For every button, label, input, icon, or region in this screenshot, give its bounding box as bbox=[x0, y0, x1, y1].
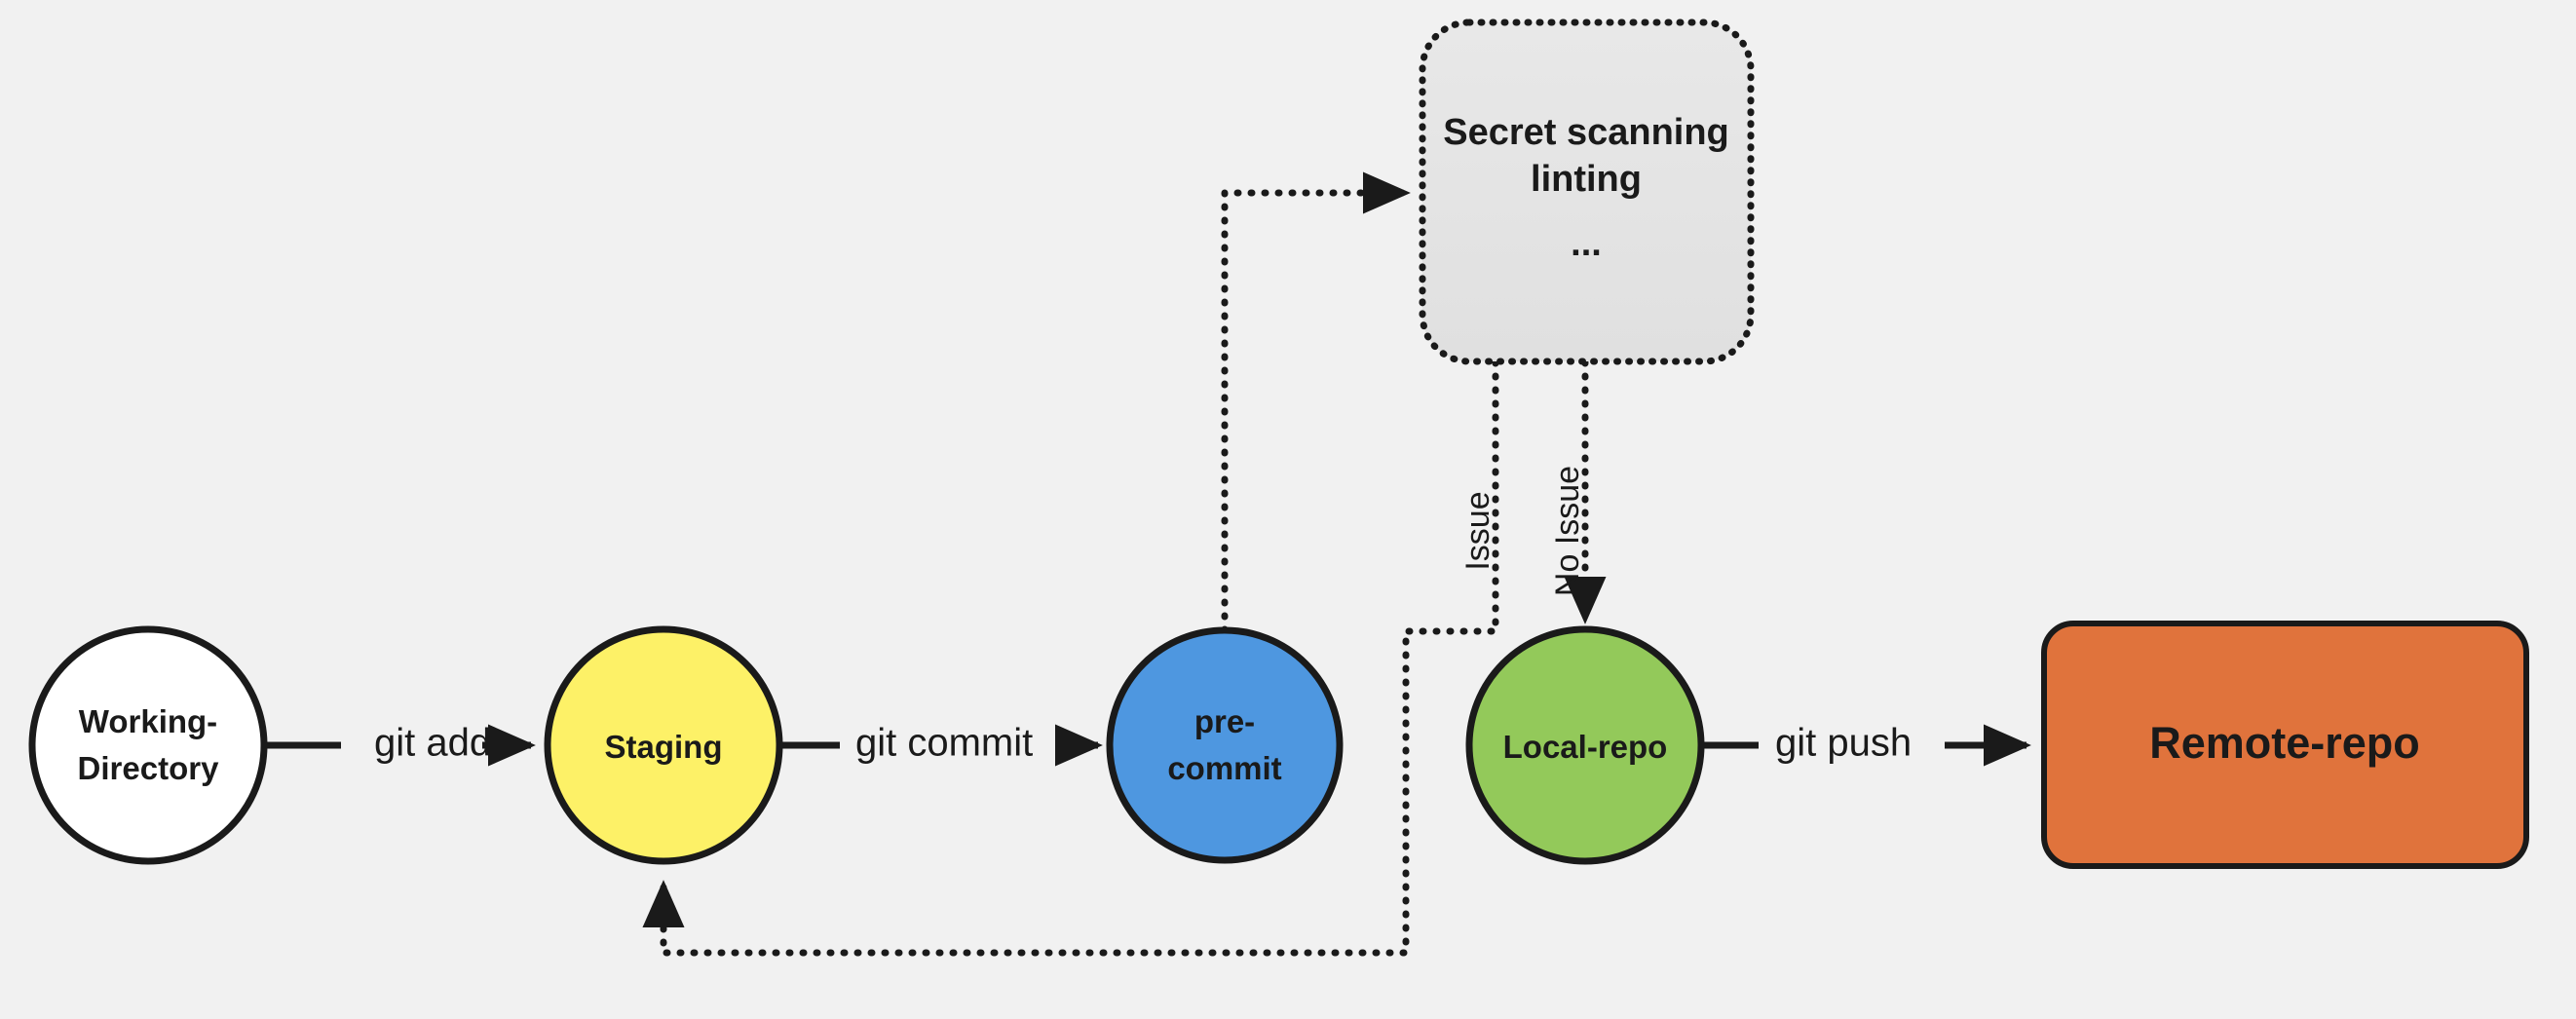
node-checks[interactable]: Secret scanning linting ... bbox=[1419, 19, 1755, 365]
node-remote-repo-shape bbox=[2041, 621, 2529, 869]
edge-git-add-label: git add bbox=[374, 722, 491, 765]
node-checks-label-line1: Secret scanning bbox=[1443, 112, 1729, 153]
edge-no-issue: No Issue bbox=[1549, 359, 1607, 624]
node-working-directory-label-line1: Working- bbox=[79, 703, 217, 739]
node-local-repo[interactable]: Local-repo bbox=[1465, 625, 1705, 865]
edge-issue-label: Issue bbox=[1459, 491, 1496, 570]
edge-git-add: git add bbox=[267, 722, 536, 767]
node-checks-label-line2: linting bbox=[1531, 159, 1642, 200]
node-remote-repo[interactable]: Remote-repo bbox=[2041, 621, 2529, 869]
node-pre-commit-shape bbox=[1106, 626, 1344, 864]
node-checks-label-line3: ... bbox=[1571, 223, 1602, 264]
edge-git-commit: git commit bbox=[782, 722, 1103, 767]
node-staging-label: Staging bbox=[605, 729, 723, 765]
node-working-directory-shape bbox=[28, 625, 268, 865]
edge-git-commit-label: git commit bbox=[855, 722, 1033, 765]
node-checks-shape bbox=[1419, 19, 1755, 365]
node-local-repo-label: Local-repo bbox=[1503, 729, 1668, 765]
edge-issue: Issue bbox=[642, 359, 1499, 957]
edge-issue-path bbox=[642, 359, 1499, 957]
node-remote-repo-label: Remote-repo bbox=[2149, 718, 2420, 768]
edge-to-checks-path bbox=[1221, 171, 1411, 634]
node-staging[interactable]: Staging bbox=[544, 625, 783, 865]
node-pre-commit[interactable]: pre- commit bbox=[1106, 626, 1344, 864]
node-staging-shape bbox=[544, 625, 783, 865]
edge-git-push: git push bbox=[1703, 722, 2031, 767]
node-working-directory[interactable]: Working- Directory bbox=[28, 625, 268, 865]
edge-to-checks bbox=[1221, 171, 1411, 634]
node-pre-commit-label-line2: commit bbox=[1167, 750, 1281, 786]
node-pre-commit-label-line1: pre- bbox=[1194, 703, 1255, 739]
edge-no-issue-label: No Issue bbox=[1549, 466, 1586, 596]
edge-git-push-label: git push bbox=[1775, 722, 1912, 765]
node-working-directory-label-line2: Directory bbox=[78, 750, 220, 786]
node-local-repo-shape bbox=[1465, 625, 1705, 865]
